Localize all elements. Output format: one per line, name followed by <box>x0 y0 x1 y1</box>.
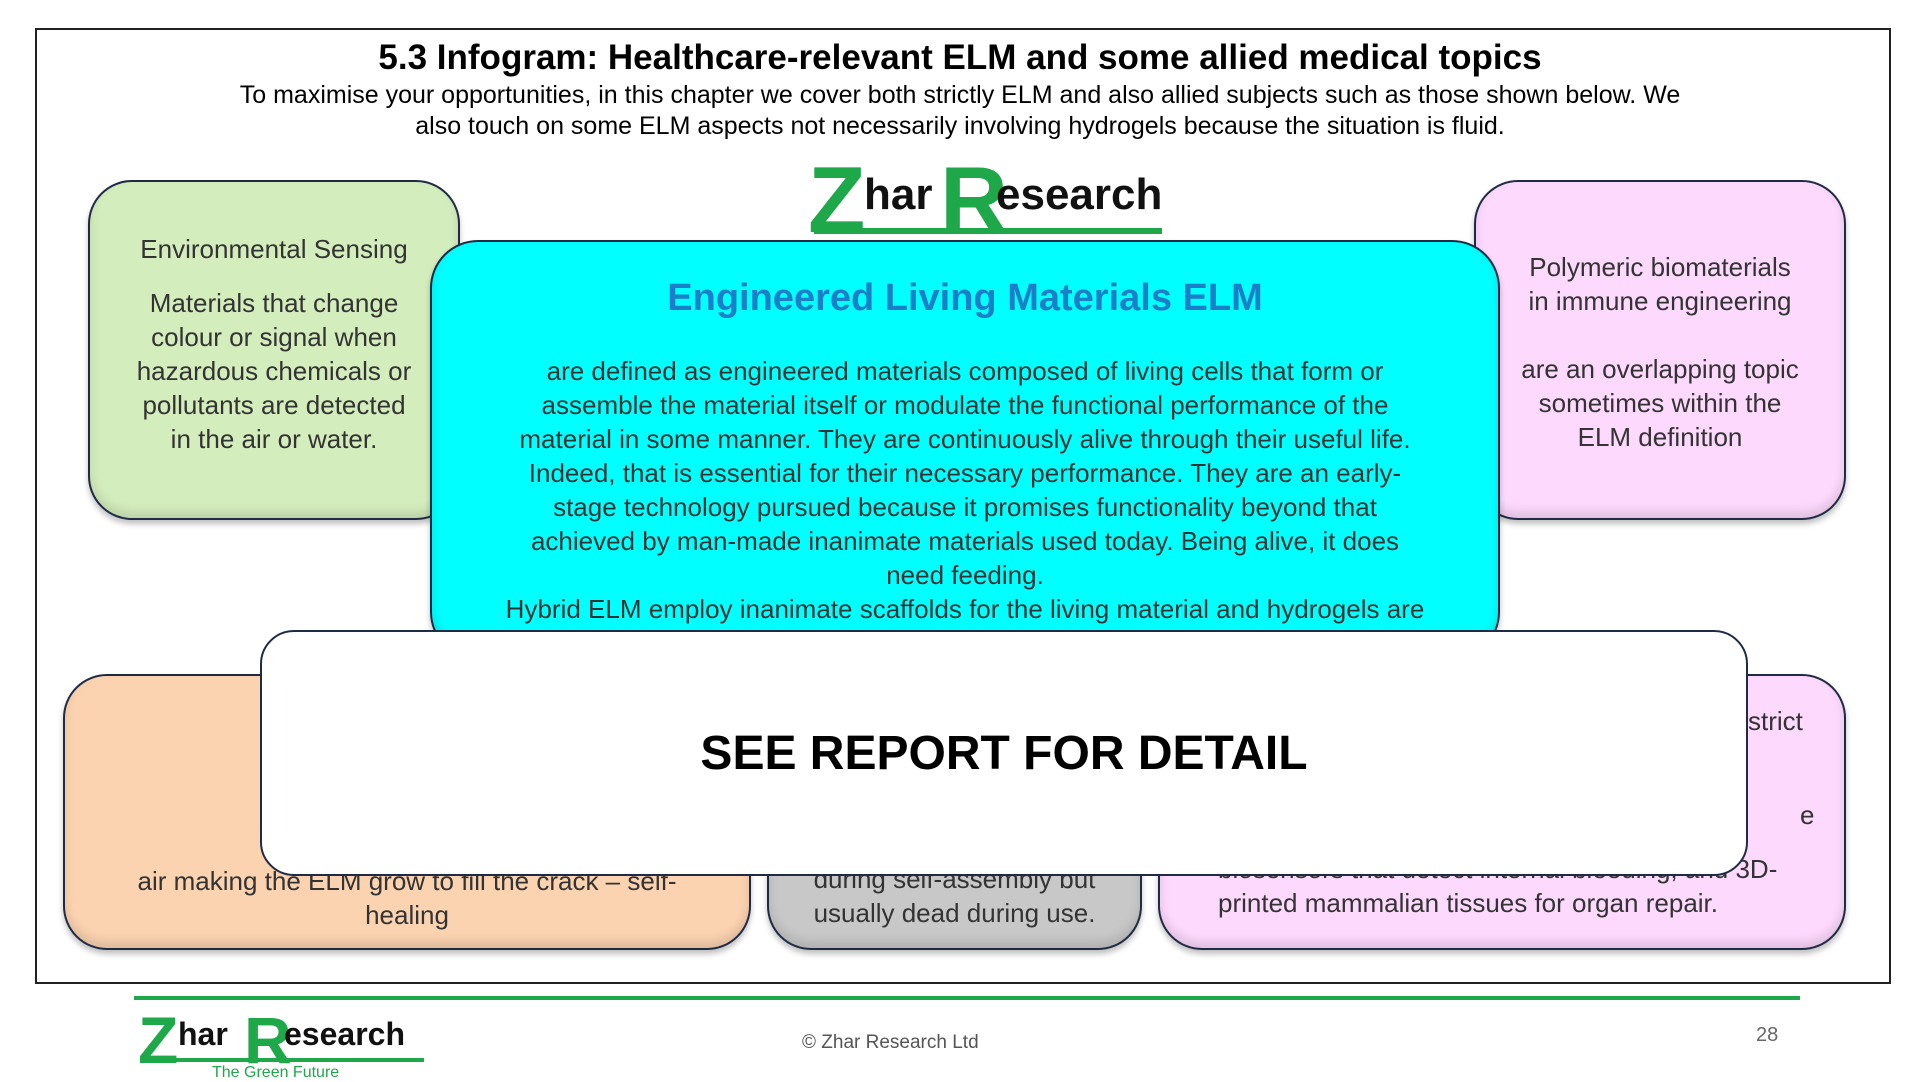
box-line: healing <box>365 900 449 930</box>
logo-tagline: The Green Future <box>212 1064 340 1081</box>
elm-line: need feeding. <box>886 560 1044 590</box>
elm-line: Hybrid ELM employ inanimate scaffolds fo… <box>505 594 1425 624</box>
copyright-text: © Zhar Research Ltd <box>802 1032 979 1053</box>
elm-line: are defined as engineered materials comp… <box>546 356 1384 386</box>
elm-line: achieved by man-made inanimate materials… <box>530 526 1400 556</box>
box-line: Polymeric biomaterials <box>1529 252 1791 282</box>
elm-definition-box: Engineered Living Materials ELM are defi… <box>430 240 1500 660</box>
box-heading: Environmental Sensing <box>140 234 408 264</box>
box-line: sometimes within the <box>1538 388 1782 418</box>
box-line: usually dead during use. <box>813 898 1096 928</box>
environmental-sensing-box: Environmental Sensing Materials that cha… <box>88 180 460 520</box>
elm-line: assemble the material itself or modulate… <box>541 390 1389 420</box>
box-line: are an overlapping topic <box>1521 354 1799 384</box>
box-fragment: strict <box>1748 706 1803 736</box>
logo-esearch: esearch <box>284 1016 405 1052</box>
footer-divider <box>134 996 1800 1000</box>
intro-line: also touch on some ELM aspects not neces… <box>415 112 1505 140</box>
elm-line: material in some manner. They are contin… <box>519 424 1411 454</box>
elm-line: Indeed, that is essential for their nece… <box>528 458 1402 488</box>
logo-har: har <box>178 1016 228 1052</box>
elm-line: stage technology pursued because it prom… <box>553 492 1377 522</box>
logo-r: R <box>244 1003 292 1077</box>
intro-text: To maximise your opportunities, in this … <box>150 80 1770 142</box>
box-line: ELM definition <box>1577 422 1743 452</box>
logo-z: Z <box>808 147 866 252</box>
slide-frame <box>35 28 1891 984</box>
page-number: 28 <box>1756 1024 1779 1046</box>
intro-line: To maximise your opportunities, in this … <box>239 81 1681 109</box>
logo-har: har <box>864 170 933 219</box>
slide-title: 5.3 Infogram: Healthcare-relevant ELM an… <box>378 38 1542 77</box>
box-line: printed mammalian tissues for organ repa… <box>1218 888 1719 918</box>
overlay-text: SEE REPORT FOR DETAIL <box>700 726 1308 780</box>
elm-body: are defined as engineered materials comp… <box>462 354 1468 626</box>
box-line: in the air or water. <box>170 424 378 454</box>
polymeric-biomaterials-box: Polymeric biomaterials in immune enginee… <box>1474 180 1846 520</box>
logo-underline <box>142 1058 424 1062</box>
see-report-overlay: SEE REPORT FOR DETAIL <box>260 630 1748 876</box>
box-line: Materials that change <box>149 288 399 318</box>
box-line: in immune engineering <box>1528 286 1792 316</box>
box-spacer <box>1500 318 1820 352</box>
logo-r: R <box>940 147 1008 252</box>
box-fragment: e <box>1800 800 1815 830</box>
box-line: hazardous chemicals or <box>136 356 412 386</box>
box-line: colour or signal when <box>151 322 397 352</box>
box-line: pollutants are detected <box>142 390 406 420</box>
elm-title: Engineered Living Materials ELM <box>667 277 1263 319</box>
logo-esearch: esearch <box>996 170 1163 219</box>
logo-z: Z <box>138 1003 179 1077</box>
logo-underline <box>814 228 1162 234</box>
